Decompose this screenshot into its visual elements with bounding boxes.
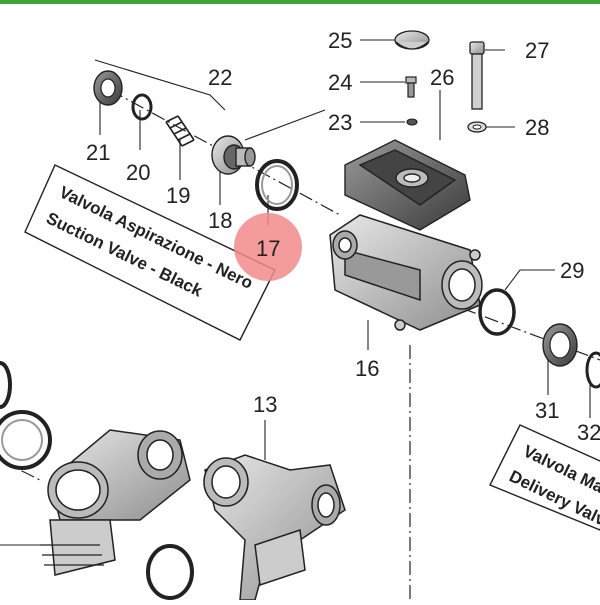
callout-27: 27: [525, 38, 549, 63]
part-13-manifold: [203, 454, 346, 601]
part-27-bolt: [469, 41, 485, 110]
callout-21: 21: [86, 140, 110, 165]
part-31-seal: [542, 323, 578, 367]
callout-25: 25: [328, 28, 352, 53]
callout-16: 16: [355, 356, 379, 381]
callout-31: 31: [535, 398, 559, 423]
callout-17: 17: [256, 236, 280, 261]
part-17-ring: [255, 159, 299, 211]
part-25-cap: [394, 30, 430, 50]
callout-22: 22: [208, 65, 232, 90]
part-23-screw: [406, 118, 418, 126]
part-28-washer: [467, 121, 487, 133]
part-32-oring: [585, 351, 600, 389]
callout-20: 20: [126, 160, 150, 185]
callout-32: 32: [577, 420, 600, 445]
part-20-oring: [131, 93, 153, 121]
callout-24: 24: [328, 70, 352, 95]
part-29-ring: [478, 288, 516, 336]
part-number-callouts: 25 27 22 24 26 23 28 21 20 19 18 17 29 1…: [86, 28, 600, 445]
part-18-valve-cage: [211, 135, 256, 175]
callout-29: 29: [560, 258, 584, 283]
callout-26: 26: [430, 65, 454, 90]
callout-28: 28: [525, 115, 549, 140]
callout-18: 18: [208, 208, 232, 233]
top-accent-bar: [0, 0, 600, 4]
callout-19: 19: [166, 183, 190, 208]
part-21-seal: [93, 70, 123, 106]
part-16-pump-body: [329, 214, 483, 331]
left-lower-parts: [0, 361, 194, 600]
callout-13: 13: [253, 392, 277, 417]
callout-23: 23: [328, 110, 352, 135]
leader-lines: [0, 39, 591, 546]
part-19-spring: [165, 115, 195, 147]
part-24-screw: [405, 76, 417, 98]
part-26-cover: [344, 139, 471, 231]
part-17-highlight: [234, 213, 302, 281]
